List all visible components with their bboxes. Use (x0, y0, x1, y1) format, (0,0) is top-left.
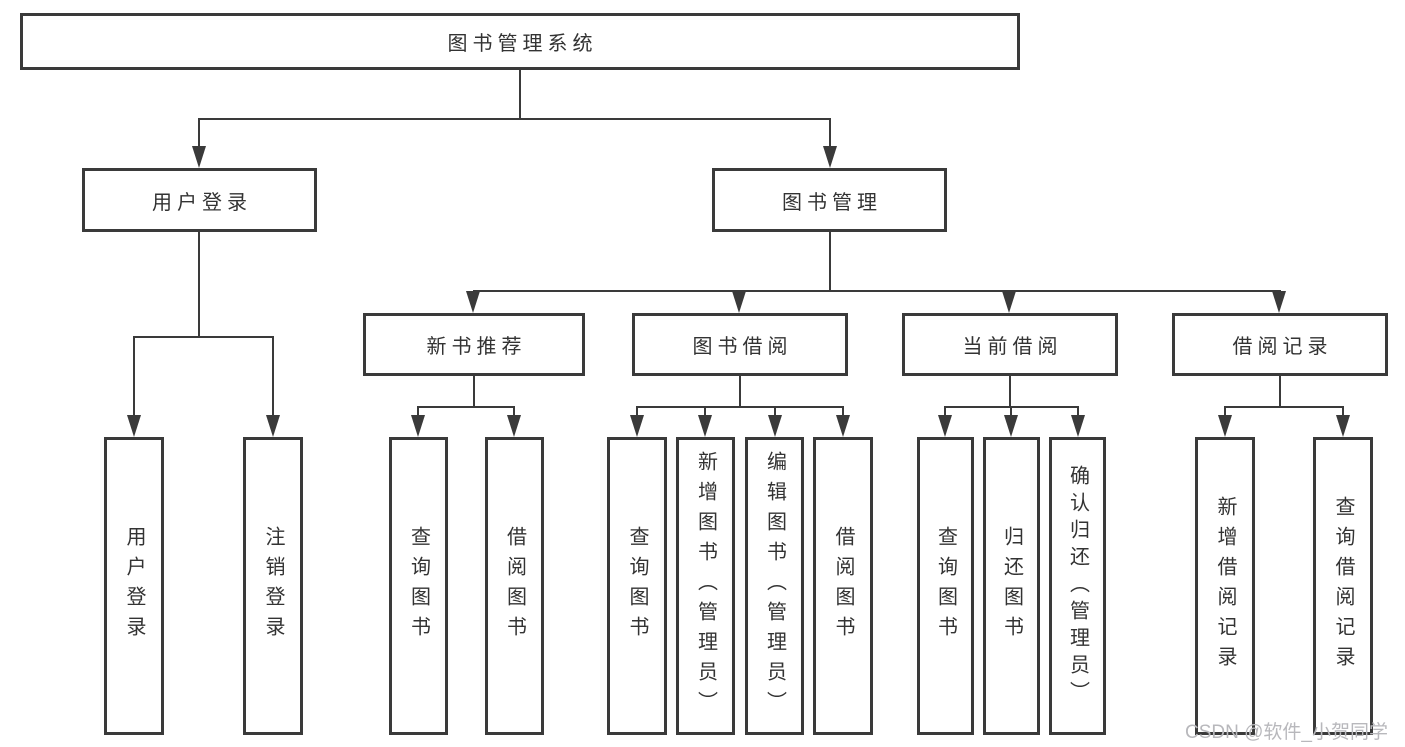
leaf-add-book-admin: 新增图书（管理员） (676, 437, 735, 735)
connector-drop (417, 406, 419, 415)
connector-drop (1342, 406, 1344, 415)
node-borrow-records-label: 借阅记录 (1232, 336, 1333, 358)
arrow-down-icon (507, 415, 521, 437)
connector-drop (513, 406, 515, 415)
connector-borrow-bar (636, 406, 844, 408)
leaf-label: 查询图书 (934, 526, 957, 646)
node-book-management: 图书管理 (712, 168, 947, 232)
leaf-recommend-query-book: 查询图书 (389, 437, 448, 735)
leaf-user-login-label: 用户登录 (123, 526, 145, 646)
arrow-down-icon (732, 291, 746, 313)
leaf-borrow-book: 借阅图书 (813, 437, 873, 735)
node-user-login: 用户登录 (82, 168, 317, 232)
leaf-user-login: 用户登录 (104, 437, 164, 735)
node-user-login-label: 用户登录 (152, 191, 252, 214)
leaf-current-query-book: 查询图书 (917, 437, 974, 735)
arrow-down-icon (1218, 415, 1232, 437)
leaf-label: 新增图书（管理员） (694, 451, 717, 721)
node-book-management-label: 图书管理 (782, 191, 882, 214)
leaf-label: 确认归还（管理员） (1066, 464, 1089, 708)
leaf-label: 新增借阅记录 (1214, 496, 1236, 676)
arrow-down-icon (630, 415, 644, 437)
csdn-watermark: CSDN @软件_小贺同学 (1185, 722, 1388, 743)
leaf-logout-label: 注销登录 (262, 526, 284, 646)
connector-records-stem (1279, 376, 1281, 406)
leaf-borrow-query-book: 查询图书 (607, 437, 667, 735)
connector-root-bar (198, 118, 831, 120)
node-current-borrow-label: 当前借阅 (962, 336, 1063, 358)
arrow-down-icon (698, 415, 712, 437)
arrow-down-icon (1004, 415, 1018, 437)
leaf-recommend-borrow-book: 借阅图书 (485, 437, 544, 735)
leaf-add-borrow-record: 新增借阅记录 (1195, 437, 1255, 735)
arrow-down-icon (836, 415, 850, 437)
leaf-query-borrow-record: 查询借阅记录 (1313, 437, 1373, 735)
connector-drop (1010, 406, 1012, 415)
connector-drop (1077, 406, 1079, 415)
connector-drop (842, 406, 844, 415)
connector-drop (774, 406, 776, 415)
connector-drop-book-mgmt (829, 118, 831, 148)
arrow-down-icon (768, 415, 782, 437)
connector-drop (636, 406, 638, 415)
connector-mgmt-bar (473, 290, 1281, 292)
arrow-down-icon (1002, 291, 1016, 313)
connector-login-stem (198, 232, 200, 336)
connector-recommend-stem (473, 376, 475, 406)
leaf-confirm-return-admin: 确认归还（管理员） (1049, 437, 1106, 735)
arrow-down-icon (823, 146, 837, 168)
leaf-return-book: 归还图书 (983, 437, 1040, 735)
connector-drop-login-leaf (133, 336, 135, 415)
connector-borrow-stem (739, 376, 741, 406)
node-book-borrow: 图书借阅 (632, 313, 848, 376)
connector-recommend-bar (417, 406, 515, 408)
leaf-label: 查询图书 (626, 526, 648, 646)
connector-current-stem (1009, 376, 1011, 406)
leaf-label: 查询图书 (407, 526, 430, 646)
leaf-edit-book-admin: 编辑图书（管理员） (745, 437, 804, 735)
connector-root-stem (519, 70, 521, 118)
connector-drop (704, 406, 706, 415)
leaf-label: 借阅图书 (503, 526, 526, 646)
node-root-label: 图书管理系统 (447, 33, 598, 55)
arrow-down-icon (266, 415, 280, 437)
arrow-down-icon (411, 415, 425, 437)
node-new-book-recommend: 新书推荐 (363, 313, 585, 376)
arrow-down-icon (1336, 415, 1350, 437)
node-borrow-records: 借阅记录 (1172, 313, 1388, 376)
connector-drop-user-login (198, 118, 200, 148)
arrow-down-icon (1272, 291, 1286, 313)
node-current-borrow: 当前借阅 (902, 313, 1118, 376)
arrow-down-icon (1071, 415, 1085, 437)
leaf-label: 归还图书 (1000, 526, 1023, 646)
node-book-borrow-label: 图书借阅 (692, 336, 793, 358)
arrow-down-icon (938, 415, 952, 437)
node-new-book-recommend-label: 新书推荐 (426, 336, 527, 358)
leaf-label: 编辑图书（管理员） (763, 451, 786, 721)
leaf-label: 查询借阅记录 (1332, 496, 1354, 676)
connector-login-bar (133, 336, 274, 338)
arrow-down-icon (127, 415, 141, 437)
arrow-down-icon (192, 146, 206, 168)
node-root-system: 图书管理系统 (20, 13, 1020, 70)
connector-mgmt-stem (829, 232, 831, 290)
connector-drop (1224, 406, 1226, 415)
connector-drop-logout-leaf (272, 336, 274, 415)
leaf-label: 借阅图书 (832, 526, 854, 646)
leaf-logout: 注销登录 (243, 437, 303, 735)
connector-records-bar (1224, 406, 1344, 408)
connector-drop (944, 406, 946, 415)
arrow-down-icon (466, 291, 480, 313)
